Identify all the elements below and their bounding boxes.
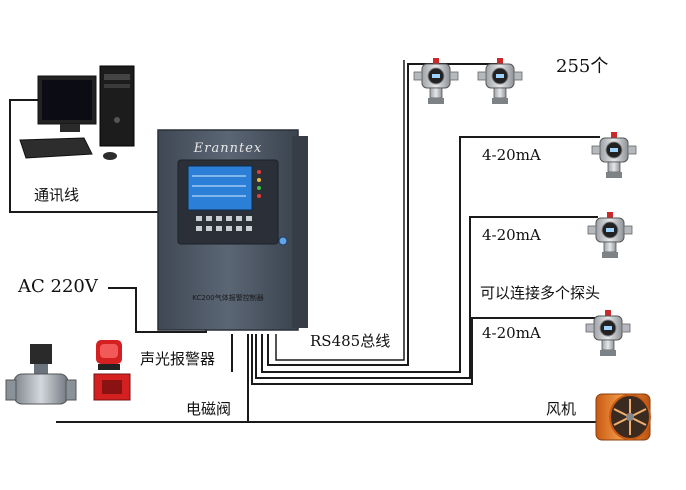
comm-line-label: 通讯线 [34, 186, 80, 204]
comm-wire [9, 99, 160, 213]
lock-knob [278, 236, 288, 246]
signal-label-2: 4-20mA [482, 226, 541, 244]
signal-label-3: 4-20mA [482, 324, 541, 342]
controller-screen [187, 165, 253, 211]
signal-wire-1 [261, 136, 600, 373]
signal-wire-2 [255, 216, 598, 379]
gas-probe-1 [591, 131, 637, 179]
rs485-label: RS485总线 [310, 332, 391, 350]
controller-model: KC200气体报警控制器 [192, 293, 263, 302]
rs485-wire [267, 63, 444, 366]
rs485-wire-2 [275, 60, 405, 361]
fan-label: 风机 [546, 400, 577, 418]
controller-cabinet: Eranntex KC200气体报警控制器 [157, 129, 308, 331]
gas-probe-3 [585, 309, 631, 357]
signal-wire-3 [251, 317, 598, 385]
exhaust-fan [595, 393, 651, 441]
probe-count-label: 255个 [556, 56, 609, 77]
sound-light-alarm [93, 340, 131, 401]
valve-label: 电磁阀 [186, 400, 232, 418]
wires [9, 60, 600, 423]
multi-probe-label: 可以连接多个探头 [480, 284, 601, 302]
solenoid-valve [5, 344, 77, 405]
keyboard [19, 137, 93, 159]
signal-label-1: 4-20mA [482, 146, 541, 164]
computer [19, 65, 135, 160]
controller-brand: Eranntex [193, 141, 262, 156]
alarm-label: 声光报警器 [140, 350, 216, 368]
ac-power-label: AC 220V [18, 276, 98, 297]
gas-probe-2 [587, 211, 633, 259]
